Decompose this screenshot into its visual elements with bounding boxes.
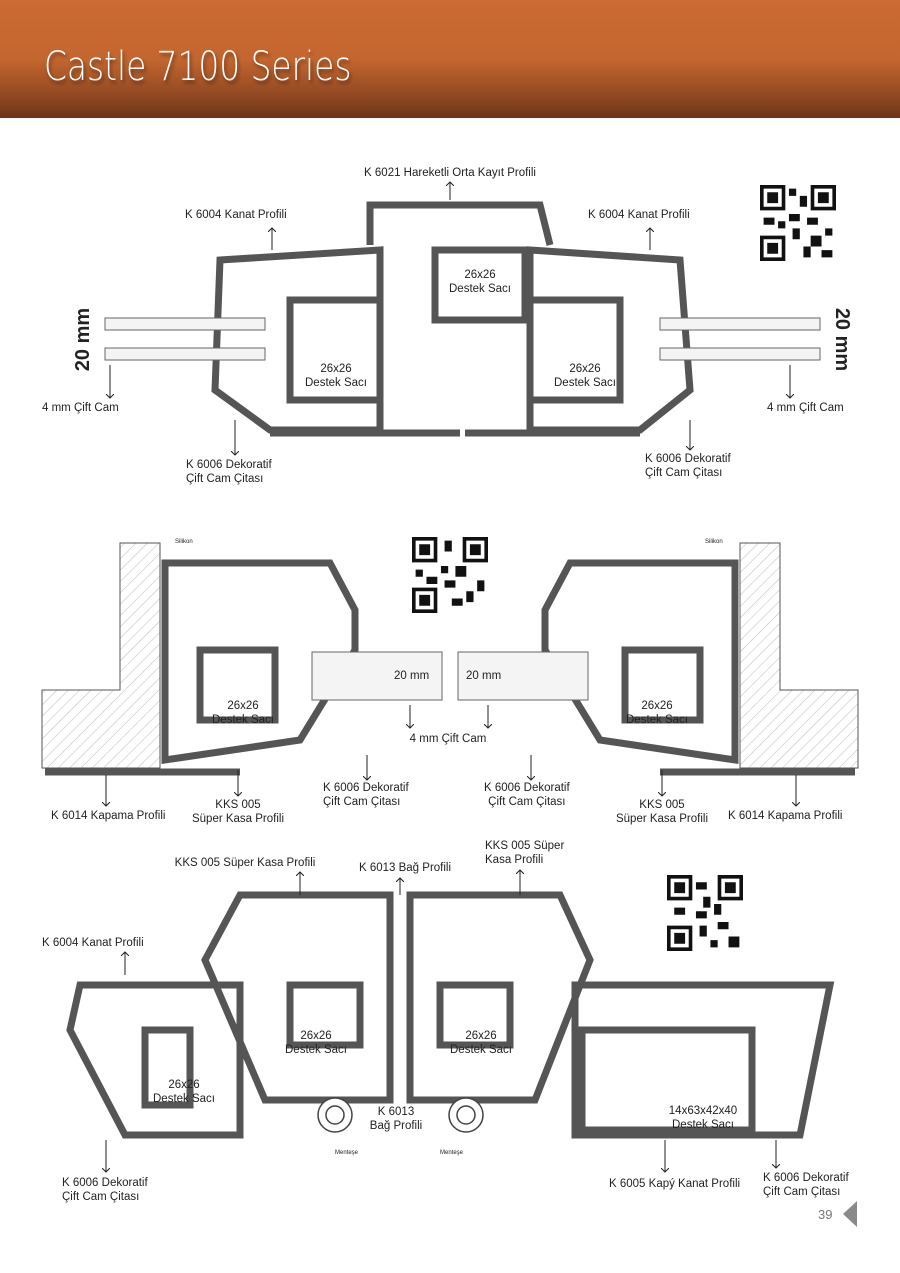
header-banner: Castle 7100 Series (0, 0, 900, 118)
qr-code-icon[interactable] (667, 875, 743, 951)
label-frame-left: KKS 005 Süper Kasa Profili (174, 857, 316, 869)
steel-size: 26x26 (320, 363, 352, 375)
bead-label: K 6006 Dekoratif (186, 459, 272, 471)
steel-size: 26x26 (168, 1079, 200, 1091)
coupler-label: Bağ Profili (369, 1120, 423, 1132)
frame-label: Kasa Profili (485, 854, 544, 866)
frame-label: KKS 005 Süper (485, 840, 565, 852)
steel-label: Destek Sacı (671, 1119, 734, 1131)
coupler-label: K 6013 (377, 1106, 415, 1118)
section1-glass (104, 317, 821, 361)
bead-label: Çift Cam Çitası (763, 1186, 841, 1198)
label-silicone-right: Silikon (705, 539, 723, 545)
label-door-sash: K 6005 Kapý Kanat Profili (609, 1178, 741, 1190)
steel-size: 26x26 (227, 700, 259, 712)
steel-label: Destek Sacı (305, 377, 367, 389)
bead-label: Çift Cam Çitası (645, 467, 723, 479)
section2-profiles (45, 559, 855, 776)
label-sash-left: K 6004 Kanat Profili (42, 937, 144, 949)
label-coupler-top: K 6013 Bağ Profili (358, 862, 452, 874)
steel-label: Destek Sacı (449, 283, 511, 295)
bead-label: K 6006 Dekoratif (763, 1172, 849, 1184)
steel-label: Destek Sacı (450, 1044, 512, 1056)
bead-label: K 6006 Dekoratif (645, 453, 731, 465)
steel-label: Destek Sacı (285, 1044, 347, 1056)
bead-label: K 6006 Dekoratif (62, 1177, 148, 1189)
label-glass-left: 4 mm Çift Cam (42, 402, 119, 414)
steel-size: 26x26 (300, 1030, 332, 1042)
section3-leaders (106, 870, 776, 1172)
label-sash-left: K 6004 Kanat Profili (185, 209, 287, 221)
label-cover-left: K 6014 Kapama Profili (51, 810, 166, 822)
frame-label: KKS 005 (639, 799, 685, 811)
steel-size: 26x26 (465, 1030, 497, 1042)
bead-label: Çift Cam Çitası (488, 796, 566, 808)
dimension-right: 20 mm (831, 307, 854, 372)
dimension-left: 20 mm (72, 307, 95, 372)
frame-label: Süper Kasa Profili (191, 813, 285, 825)
dimension-right: 20 mm (466, 670, 502, 682)
bead-label: Çift Cam Çitası (323, 796, 401, 808)
steel-size: 26x26 (641, 700, 673, 712)
page-arrow-icon (843, 1201, 857, 1227)
qr-code-icon[interactable] (412, 537, 488, 613)
steel-label: Destek Sacı (626, 714, 688, 726)
steel-size: 26x26 (464, 269, 496, 281)
steel-label: Destek Sacı (212, 714, 274, 726)
page-number: 39 (818, 1207, 833, 1222)
bead-label: K 6006 Dekoratif (484, 782, 570, 794)
section2-walls (41, 542, 859, 769)
label-hinge-right: Menteşe (440, 1150, 464, 1156)
label-glass: 4 mm Çift Cam (409, 733, 487, 745)
label-k6021: K 6021 Hareketli Orta Kayıt Profili (364, 167, 536, 179)
steel-label: Destek Sacı (153, 1093, 215, 1105)
bead-label: Çift Cam Çitası (62, 1191, 140, 1203)
frame-label: Süper Kasa Profili (615, 813, 709, 825)
section2-glass (311, 651, 589, 701)
section3-hinges (317, 1097, 484, 1133)
label-glass-right: 4 mm Çift Cam (767, 402, 844, 414)
page-title: Castle 7100 Series (44, 44, 352, 90)
dimension-left: 20 mm (394, 670, 430, 682)
bead-label: K 6006 Dekoratif (323, 782, 409, 794)
section1-leaders (110, 182, 790, 455)
label-hinge-left: Menteşe (335, 1150, 359, 1156)
steel-size: 26x26 (569, 363, 601, 375)
steel-label: Destek Sacı (554, 377, 616, 389)
section2-leaders (106, 705, 796, 806)
frame-label: KKS 005 (215, 799, 261, 811)
label-cover-right: K 6014 Kapama Profili (728, 810, 843, 822)
steel-size: 14x63x42x40 (668, 1105, 738, 1117)
bead-label: Çift Cam Çitası (186, 473, 264, 485)
section1-drawing (211, 201, 694, 437)
qr-code-icon[interactable] (760, 185, 836, 261)
label-silicone-left: Silikon (175, 539, 193, 545)
label-sash-right: K 6004 Kanat Profili (588, 209, 690, 221)
